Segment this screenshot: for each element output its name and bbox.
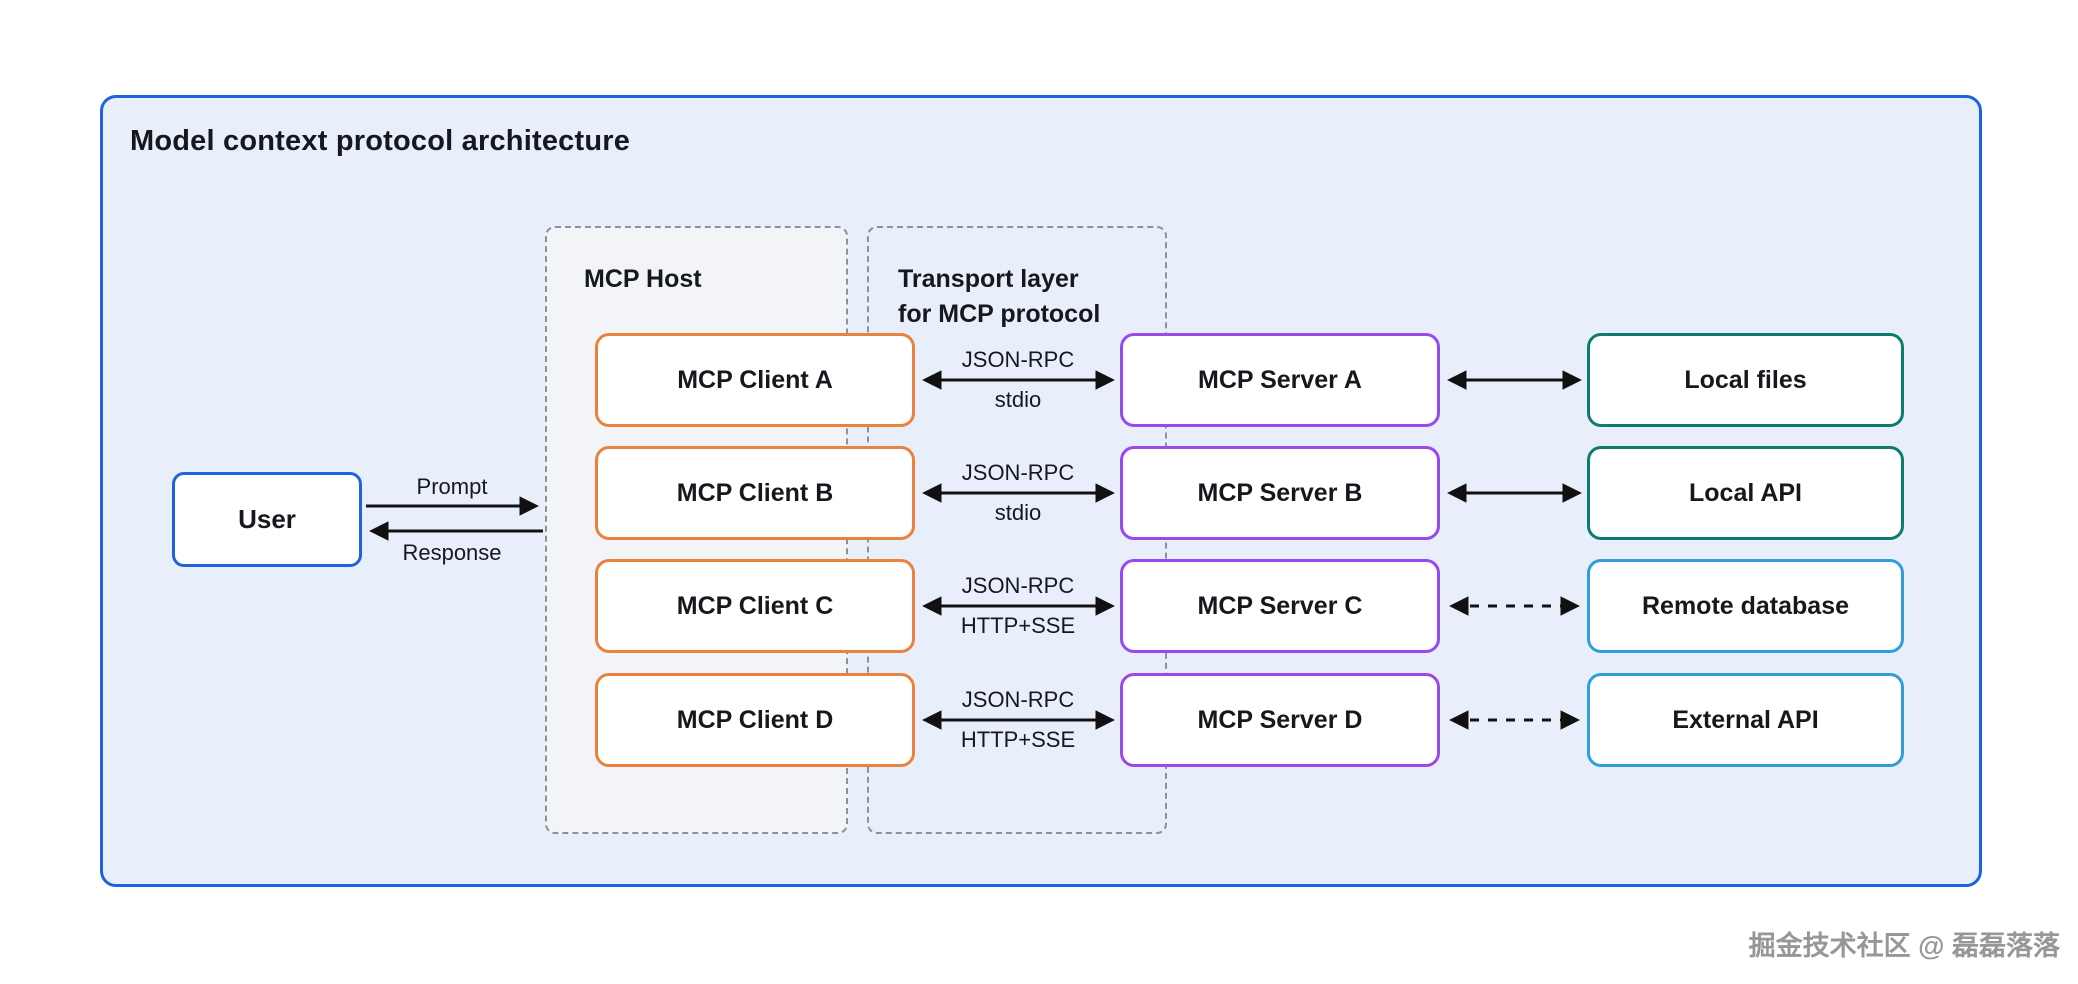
user-node: User xyxy=(172,472,362,567)
link-d-transport-label: HTTP+SSE xyxy=(960,727,1076,752)
link-a-protocol-label: JSON-RPC xyxy=(961,347,1075,372)
transport-label-line2: for MCP protocol xyxy=(898,300,1101,328)
mcp-host-group-label: MCP Host xyxy=(584,265,702,293)
link-c-protocol-label: JSON-RPC xyxy=(961,573,1075,598)
mcp-server-a-label: MCP Server A xyxy=(1198,365,1362,394)
mcp-server-b-node: MCP Server B xyxy=(1120,446,1440,540)
external-api-label: External API xyxy=(1672,705,1819,734)
mcp-client-d-label: MCP Client D xyxy=(676,705,834,734)
mcp-client-d-node: MCP Client D xyxy=(595,673,915,767)
mcp-server-a-node: MCP Server A xyxy=(1120,333,1440,427)
external-api-node: External API xyxy=(1587,673,1904,767)
local-files-node: Local files xyxy=(1587,333,1904,427)
watermark-text: 掘金技术社区 @ 磊磊落落 xyxy=(1748,931,2060,961)
mcp-client-c-label: MCP Client C xyxy=(676,591,834,620)
mcp-client-c-node: MCP Client C xyxy=(595,559,915,653)
local-files-label: Local files xyxy=(1684,365,1807,394)
mcp-server-c-label: MCP Server C xyxy=(1197,591,1363,620)
transport-layer-group-label: Transport layer for MCP protocol xyxy=(898,262,1100,332)
link-b-protocol-label: JSON-RPC xyxy=(961,460,1075,485)
mcp-server-b-label: MCP Server B xyxy=(1197,478,1363,507)
remote-database-label: Remote database xyxy=(1641,591,1850,620)
mcp-client-b-node: MCP Client B xyxy=(595,446,915,540)
mcp-client-a-label: MCP Client A xyxy=(677,365,833,394)
prompt-label: Prompt xyxy=(416,474,488,499)
local-api-label: Local API xyxy=(1689,478,1802,507)
transport-label-line1: Transport layer xyxy=(898,265,1079,293)
remote-database-node: Remote database xyxy=(1587,559,1904,653)
local-api-node: Local API xyxy=(1587,446,1904,540)
link-c-transport-label: HTTP+SSE xyxy=(960,613,1076,638)
link-b-transport-label: stdio xyxy=(994,500,1042,525)
link-d-protocol-label: JSON-RPC xyxy=(961,687,1075,712)
mcp-server-c-node: MCP Server C xyxy=(1120,559,1440,653)
link-a-transport-label: stdio xyxy=(994,387,1042,412)
mcp-client-a-node: MCP Client A xyxy=(595,333,915,427)
mcp-server-d-label: MCP Server D xyxy=(1197,705,1363,734)
mcp-server-d-node: MCP Server D xyxy=(1120,673,1440,767)
diagram-title: Model context protocol architecture xyxy=(130,125,631,157)
response-label: Response xyxy=(402,540,502,565)
user-node-label: User xyxy=(238,504,296,534)
mcp-client-b-label: MCP Client B xyxy=(676,478,834,507)
